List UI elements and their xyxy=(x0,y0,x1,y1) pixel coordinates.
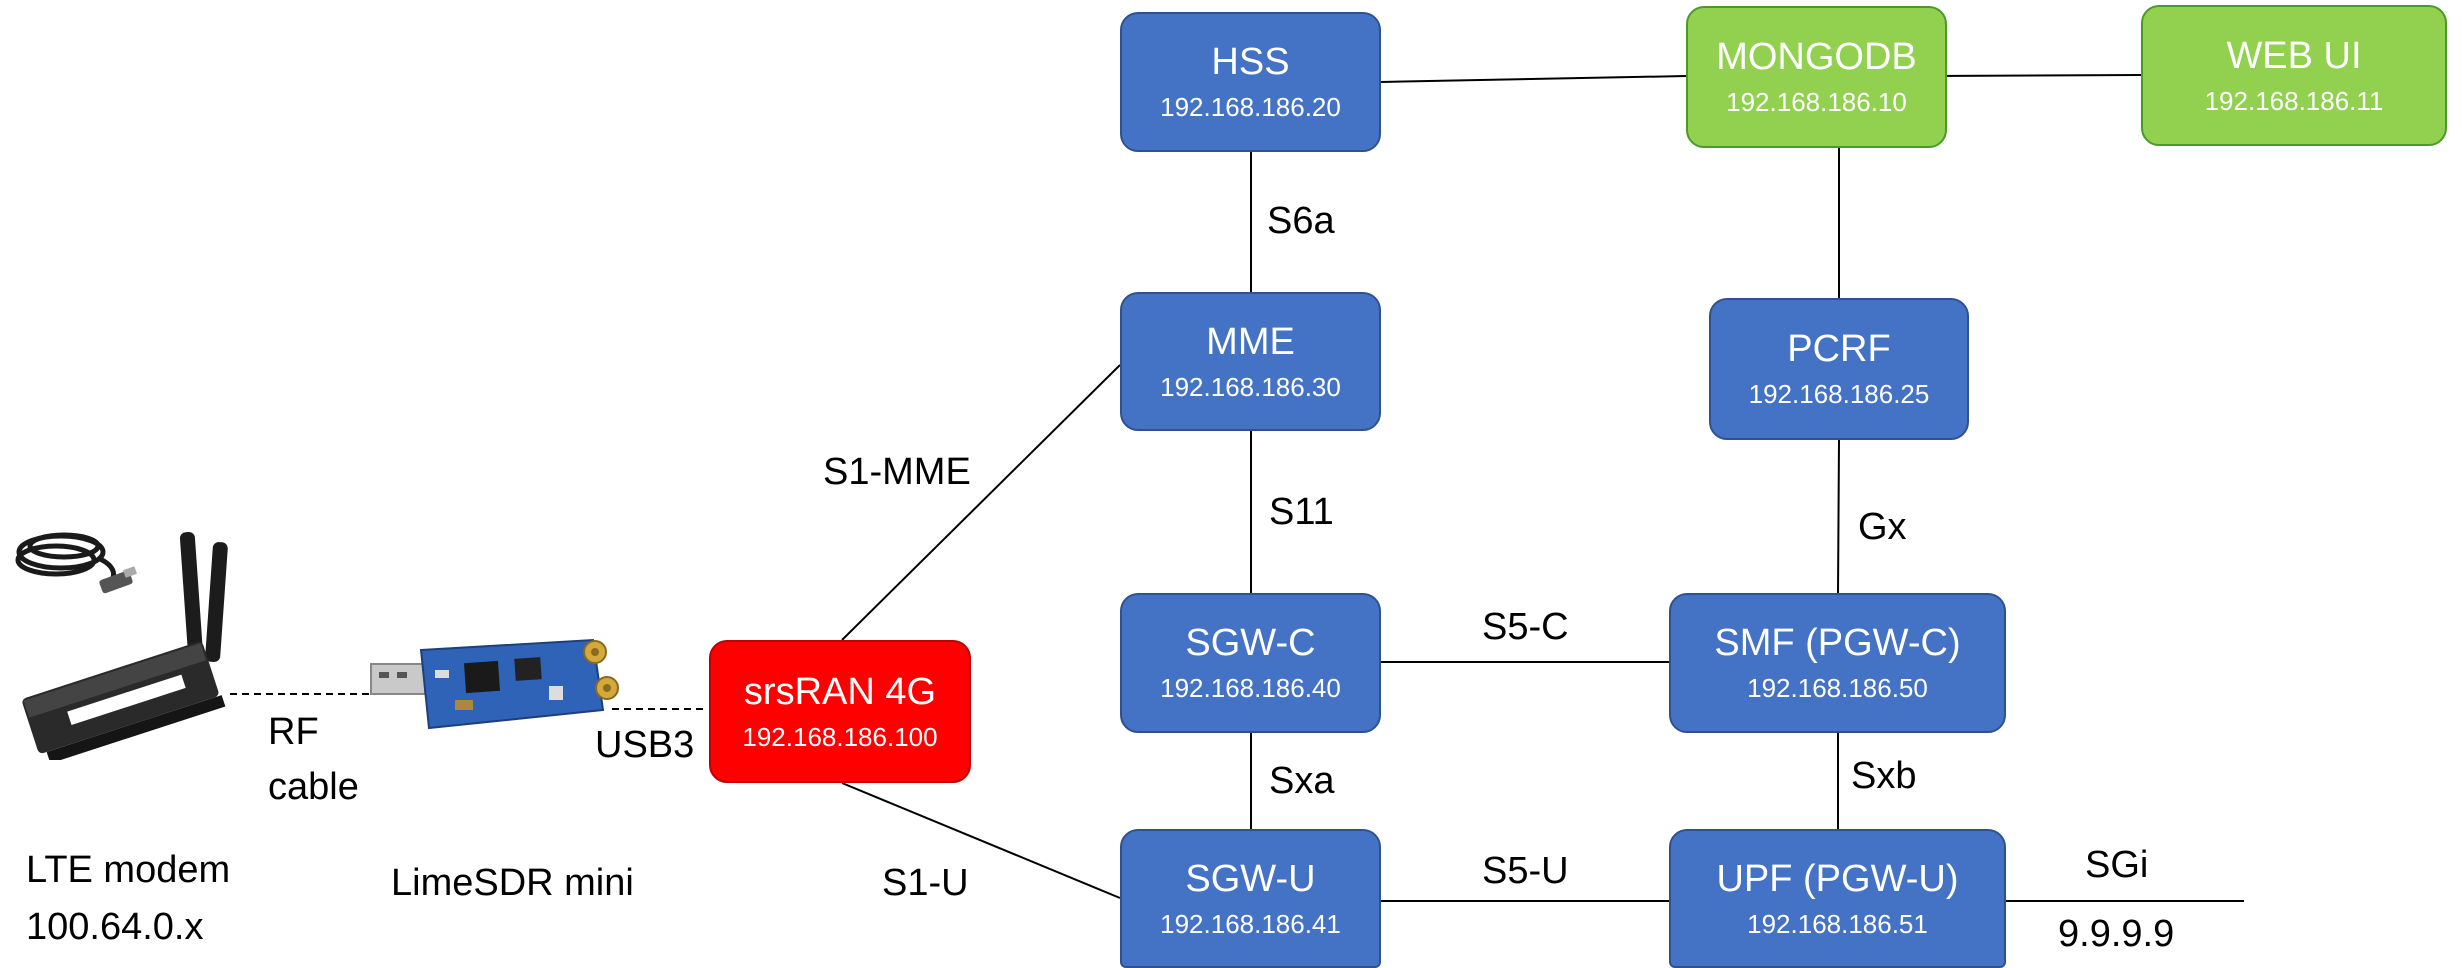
node-title: HSS xyxy=(1211,41,1290,83)
node-ip: 192.168.186.50 xyxy=(1747,673,1928,703)
webui-node[interactable]: WEB UI 192.168.186.11 xyxy=(2141,5,2447,146)
hss-node[interactable]: HSS 192.168.186.20 xyxy=(1120,12,1381,152)
interface-sxb-label: Sxb xyxy=(1851,755,1917,797)
link-srsran-mme xyxy=(841,364,1121,641)
interface-s6a-label: S6a xyxy=(1267,200,1335,242)
node-ip: 192.168.186.51 xyxy=(1747,908,1928,939)
mongodb-node[interactable]: MONGODB 192.168.186.10 xyxy=(1686,6,1947,148)
interface-s1u-label: S1-U xyxy=(882,862,969,904)
lte-modem-icon xyxy=(15,532,228,760)
interface-s1mme-label: S1-MME xyxy=(823,451,971,493)
link-hss-mongodb xyxy=(1380,75,1687,83)
lte-modem-ip: 100.64.0.x xyxy=(26,906,204,948)
node-title: srsRAN 4G xyxy=(743,670,937,713)
node-title: PCRF xyxy=(1787,328,1891,370)
node-ip: 192.168.186.11 xyxy=(2204,85,2384,116)
interface-s11-label: S11 xyxy=(1269,491,1334,533)
interface-s5c-label: S5-C xyxy=(1482,606,1569,648)
pcrf-node[interactable]: PCRF 192.168.186.25 xyxy=(1709,298,1969,440)
node-title: UPF (PGW-U) xyxy=(1716,857,1959,900)
interface-s5u-label: S5-U xyxy=(1482,850,1569,892)
upf-node[interactable]: UPF (PGW-U) 192.168.186.51 xyxy=(1669,829,2006,968)
node-ip: 192.168.186.100 xyxy=(742,721,938,752)
dns-ip-label: 9.9.9.9 xyxy=(2058,913,2175,955)
node-title: SGW-U xyxy=(1185,857,1316,900)
sgwc-node[interactable]: SGW-C 192.168.186.40 xyxy=(1120,593,1381,733)
sgwu-node[interactable]: SGW-U 192.168.186.41 xyxy=(1120,829,1381,968)
rf-cable-label-line1: RF xyxy=(268,711,319,753)
node-ip: 192.168.186.10 xyxy=(1726,87,1907,117)
node-title: SGW-C xyxy=(1185,622,1316,664)
limesdr-name: LimeSDR mini xyxy=(391,862,634,904)
node-ip: 192.168.186.25 xyxy=(1748,379,1930,409)
lte-modem-name: LTE modem xyxy=(26,849,231,891)
node-title: WEB UI xyxy=(2226,34,2362,77)
node-title: SMF (PGW-C) xyxy=(1714,622,1961,664)
node-ip: 192.168.186.30 xyxy=(1160,371,1341,402)
node-ip: 192.168.186.20 xyxy=(1160,92,1341,122)
node-ip: 192.168.186.41 xyxy=(1160,908,1341,939)
mme-node[interactable]: MME 192.168.186.30 xyxy=(1120,292,1381,431)
limesdr-board-icon xyxy=(370,638,619,730)
link-pcrf-smf xyxy=(1837,439,1840,594)
usb3-label: USB3 xyxy=(595,724,695,766)
rf-cable-label-line2: cable xyxy=(268,766,359,808)
node-title: MONGODB xyxy=(1716,36,1917,78)
smf-node[interactable]: SMF (PGW-C) 192.168.186.50 xyxy=(1669,593,2006,733)
interface-sgi-label: SGi xyxy=(2085,844,2149,886)
node-title: MME xyxy=(1206,320,1295,363)
interface-gx-label: Gx xyxy=(1858,506,1907,548)
node-ip: 192.168.186.40 xyxy=(1160,673,1341,703)
srsran-node[interactable]: srsRAN 4G 192.168.186.100 xyxy=(709,640,971,783)
interface-sxa-label: Sxa xyxy=(1269,760,1335,802)
link-srsran-sgwu xyxy=(841,782,1121,899)
link-mongodb-webui xyxy=(1931,74,2142,77)
